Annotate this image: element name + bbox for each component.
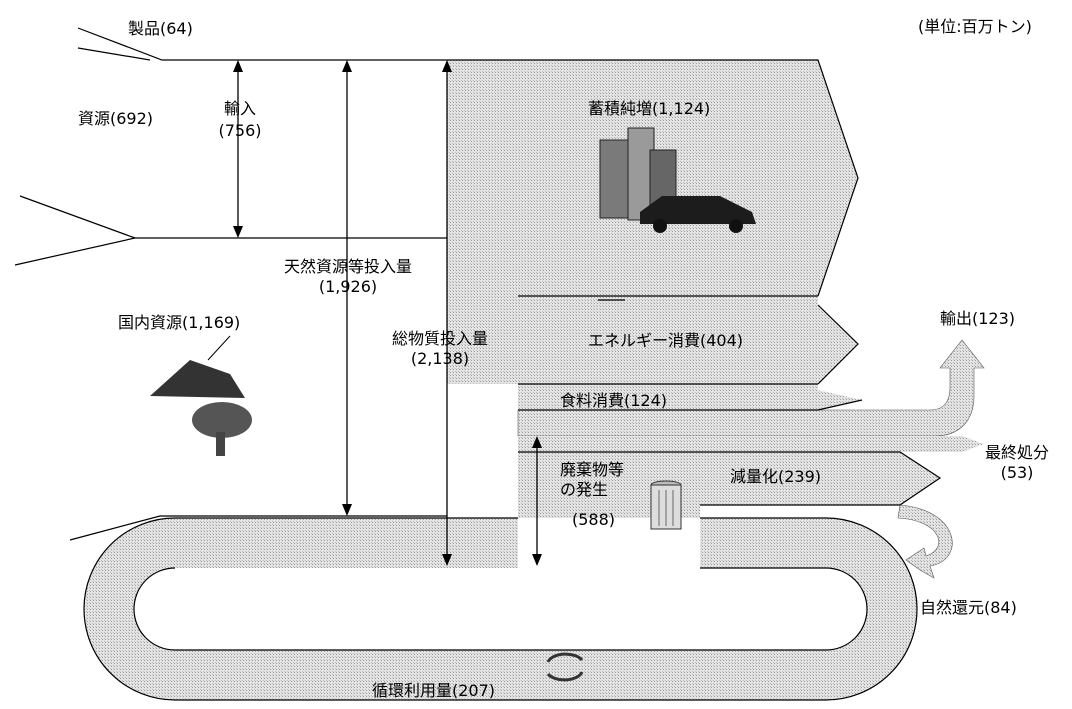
natural-input-title: 天然資源等投入量 (283, 257, 412, 276)
import-value: (756) (218, 121, 262, 140)
reduction-band (518, 452, 940, 518)
recycle-label: 循環利用量(207) (372, 681, 496, 700)
domestic-resources-label: 国内資源(1,169) (118, 313, 241, 332)
waste-label-line1: 廃棄物等 (560, 460, 625, 479)
natural-return-band (897, 504, 953, 579)
waste-label-line2: の発生 (560, 480, 609, 499)
unit-label: (単位:百万トン) (918, 17, 1032, 36)
main-flow-band (447, 60, 862, 410)
export-label: 輸出(123) (940, 309, 1016, 328)
resource-pile-tree-icon (150, 335, 252, 456)
import-title: 輸入 (223, 99, 256, 118)
products-label: 製品(64) (128, 19, 193, 38)
outline-lines (14, 27, 942, 701)
final-disposal-band (518, 436, 984, 452)
resources-import-label: 資源(692) (78, 109, 154, 128)
dimension-arrows (237, 64, 538, 562)
waste-value: (588) (572, 510, 616, 529)
total-input-title: 総物質投入量 (391, 329, 488, 348)
final-disposal-value: (53) (1000, 463, 1034, 482)
buildings-car-icon (599, 127, 756, 233)
total-input-value: (2,138) (410, 349, 470, 368)
final-disposal-title: 最終処分 (984, 443, 1049, 462)
natural-return-label: 自然還元(84) (920, 598, 1017, 617)
energy-label: エネルギー消費(404) (588, 331, 744, 350)
export-flow-band (517, 339, 985, 437)
trash-bin-icon (650, 480, 682, 530)
recycle-arrows-icon (546, 652, 584, 682)
food-label: 食料消費(124) (560, 391, 668, 410)
reduction-label: 減量化(239) (730, 467, 822, 486)
stock-increase-label: 蓄積純増(1,124) (588, 99, 711, 118)
natural-input-value: (1,926) (318, 277, 378, 296)
recycle-loop-band (84, 518, 917, 700)
